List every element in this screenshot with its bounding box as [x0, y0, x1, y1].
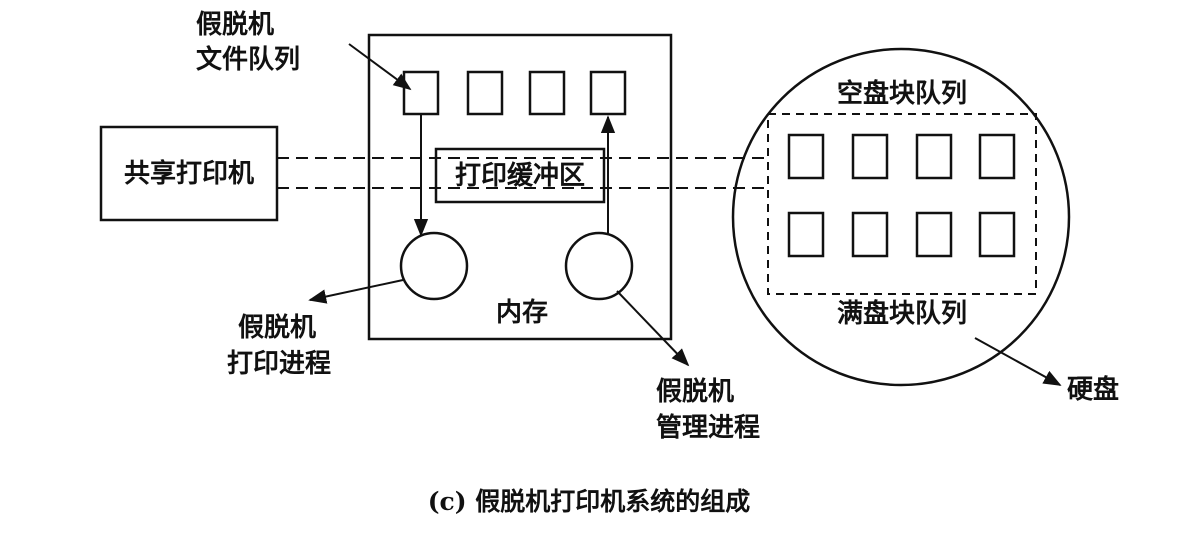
- hard-disk-circle: [731, 47, 1071, 387]
- shared-printer-label: 共享打印机: [124, 158, 254, 189]
- hard-disk-label: 硬盘: [1067, 374, 1119, 405]
- disk-block: [978, 133, 1016, 180]
- spool-file-block: [528, 70, 566, 116]
- full-block-queue-label: 满盘块队列: [837, 298, 967, 329]
- disk-block: [851, 211, 889, 258]
- spool-file-block: [466, 70, 504, 116]
- callout-hard-disk: [974, 337, 1062, 386]
- callout-spool-print-process: [308, 279, 404, 304]
- spool-file-block: [589, 70, 627, 116]
- spool-print-process-label: 假脱机: [238, 313, 316, 343]
- spool-print-process-label: 打印进程: [227, 349, 331, 379]
- disk-block: [787, 211, 825, 258]
- shared-printer-box: [99, 125, 279, 222]
- spool-file-block: [402, 70, 440, 116]
- callout-spool-manage-process: [616, 290, 690, 367]
- callout-spool-file-queue: [348, 43, 412, 91]
- memory-box: [367, 33, 673, 341]
- figure-caption: (c) 假脱机打印机系统的组成: [428, 487, 751, 516]
- print-buffer-box: [434, 147, 606, 204]
- disk-block: [851, 133, 889, 180]
- spool-file-queue-label: 文件队列: [196, 44, 300, 75]
- disk-block: [915, 211, 953, 258]
- disk-block: [915, 133, 953, 180]
- spool-manage-process-label: 管理进程: [656, 413, 760, 443]
- spool-manage-process-label: 假脱机: [656, 377, 734, 407]
- memory-label: 内存: [496, 298, 548, 328]
- disk-queue-dashed-box: [767, 113, 1037, 295]
- disk-block: [787, 133, 825, 180]
- spool-file-queue-label: 假脱机: [196, 10, 274, 40]
- print-buffer-label: 打印缓冲区: [455, 160, 585, 191]
- spool-print-process-circle: [399, 231, 469, 301]
- disk-block: [978, 211, 1016, 258]
- empty-block-queue-label: 空盘块队列: [837, 78, 967, 109]
- spool-manage-process-circle: [564, 231, 634, 301]
